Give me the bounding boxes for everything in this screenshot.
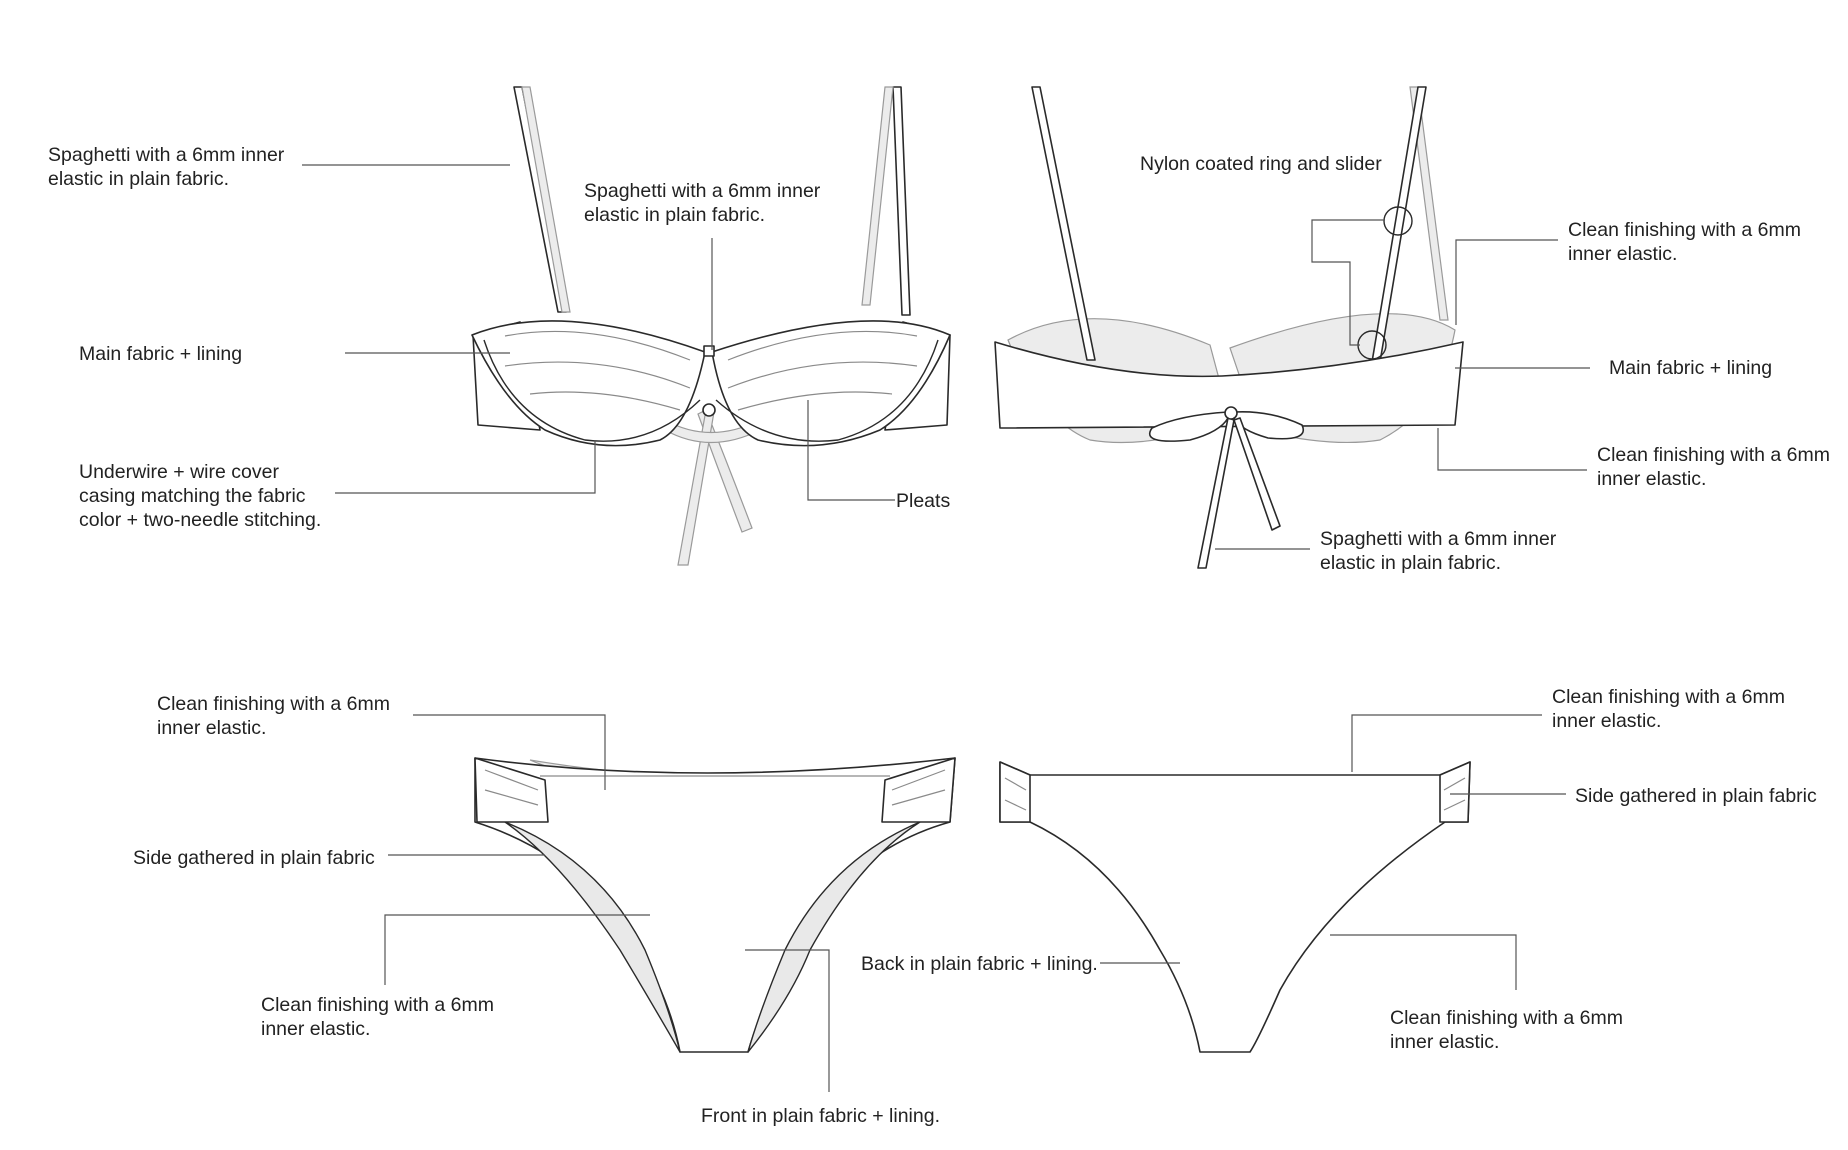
label-underwire: Underwire + wire cover casing matching t…: [79, 461, 322, 531]
bra-front-pleat: [727, 330, 918, 361]
leader-front-fabric: [745, 949, 830, 1092]
label-leg-clean-back: Clean finishing with a 6mm inner elastic…: [1390, 1007, 1624, 1053]
bottom-back-side-left: [999, 761, 1031, 823]
leader-lines: [302, 164, 1590, 1092]
bottom-front-sketch: [474, 757, 956, 1053]
bra-front-pleat: [737, 391, 893, 411]
bra-front-cup-left: [471, 320, 706, 447]
bra-front-pleat: [529, 391, 681, 411]
label-pleats: Pleats: [896, 490, 951, 512]
bottom-front-gather: [891, 769, 946, 791]
bottom-front-gather: [484, 769, 539, 791]
bottom-front-gather: [484, 789, 539, 806]
bra-back-knot: [1224, 406, 1238, 420]
label-waist-clean-back: Clean finishing with a 6mm inner elastic…: [1552, 686, 1786, 732]
bra-front-pleat: [504, 361, 691, 389]
leader-underwire: [335, 440, 596, 494]
label-back-fabric: Back in plain fabric + lining.: [861, 953, 1098, 975]
leader-ring-slider: [1311, 219, 1360, 346]
bottom-front-leg-left: [504, 821, 681, 1053]
bra-back-strap-right-back: [1409, 86, 1449, 321]
bottom-back-sketch: [999, 761, 1471, 1053]
label-front-fabric: Front in plain fabric + lining.: [701, 1105, 940, 1127]
label-side-gathered-back: Side gathered in plain fabric: [1575, 785, 1817, 807]
bra-front-strap-left-back: [521, 86, 571, 313]
leader-leg-clean-back: [1330, 934, 1517, 990]
bra-back-tie-end: [1233, 417, 1281, 531]
leader-waist-clean-back: [1351, 714, 1542, 772]
bottom-back-gather: [1004, 777, 1027, 791]
bra-back-tie-end: [1197, 417, 1235, 569]
bottom-back-gather: [1443, 799, 1466, 811]
bra-front-pleat: [504, 330, 691, 361]
bra-front-strap-right-back: [861, 86, 894, 306]
bottom-back-body: [999, 761, 1471, 1053]
bra-back-band: [994, 341, 1464, 429]
label-leg-clean-front: Clean finishing with a 6mm inner elastic…: [261, 994, 495, 1040]
leader-clean-top: [1455, 239, 1558, 325]
bottom-front-side-right: [881, 757, 956, 823]
label-clean-top-back: Clean finishing with a 6mm inner elastic…: [1568, 219, 1802, 265]
label-main-fabric-front: Main fabric + lining: [79, 343, 243, 365]
bra-front-pleat: [727, 361, 918, 389]
bra-back-tie-bow: [1149, 411, 1229, 442]
bottom-front-gather: [891, 789, 946, 806]
bra-front-wire-right: [715, 339, 939, 442]
label-clean-bottom-back: Clean finishing with a 6mm inner elastic…: [1597, 444, 1831, 490]
label-waist-clean-front: Clean finishing with a 6mm inner elastic…: [157, 693, 391, 739]
bra-front-sketch: [471, 86, 951, 566]
label-strap-center: Spaghetti with a 6mm inner elastic in pl…: [584, 180, 821, 226]
bottom-back-side-right: [1439, 761, 1471, 823]
label-main-fabric-back: Main fabric + lining: [1609, 357, 1773, 379]
bra-front-center-gore: [703, 345, 715, 357]
leader-clean-bottom: [1437, 428, 1587, 471]
bra-front-wire-left: [483, 339, 701, 442]
label-tie-spaghetti: Spaghetti with a 6mm inner elastic in pl…: [1320, 528, 1557, 574]
bottom-front-side-left: [474, 757, 549, 823]
bottom-back-gather: [1004, 799, 1027, 811]
bra-back-strap-left: [1031, 86, 1096, 361]
label-ring-slider: Nylon coated ring and slider: [1140, 153, 1382, 175]
leader-waist-clean-front: [413, 714, 606, 790]
leader-pleats: [807, 400, 895, 501]
label-side-gathered-front: Side gathered in plain fabric: [133, 847, 375, 869]
bra-back-sketch: [994, 86, 1464, 569]
bra-front-knot: [702, 403, 716, 417]
bra-front-strap-right: [892, 86, 911, 316]
bra-back-slider: [1383, 206, 1413, 236]
label-strap-left: Spaghetti with a 6mm inner elastic in pl…: [48, 144, 285, 190]
bottom-back-gather: [1443, 777, 1466, 791]
leader-leg-clean-front: [384, 914, 650, 985]
bottom-front-leg-right: [747, 821, 921, 1053]
